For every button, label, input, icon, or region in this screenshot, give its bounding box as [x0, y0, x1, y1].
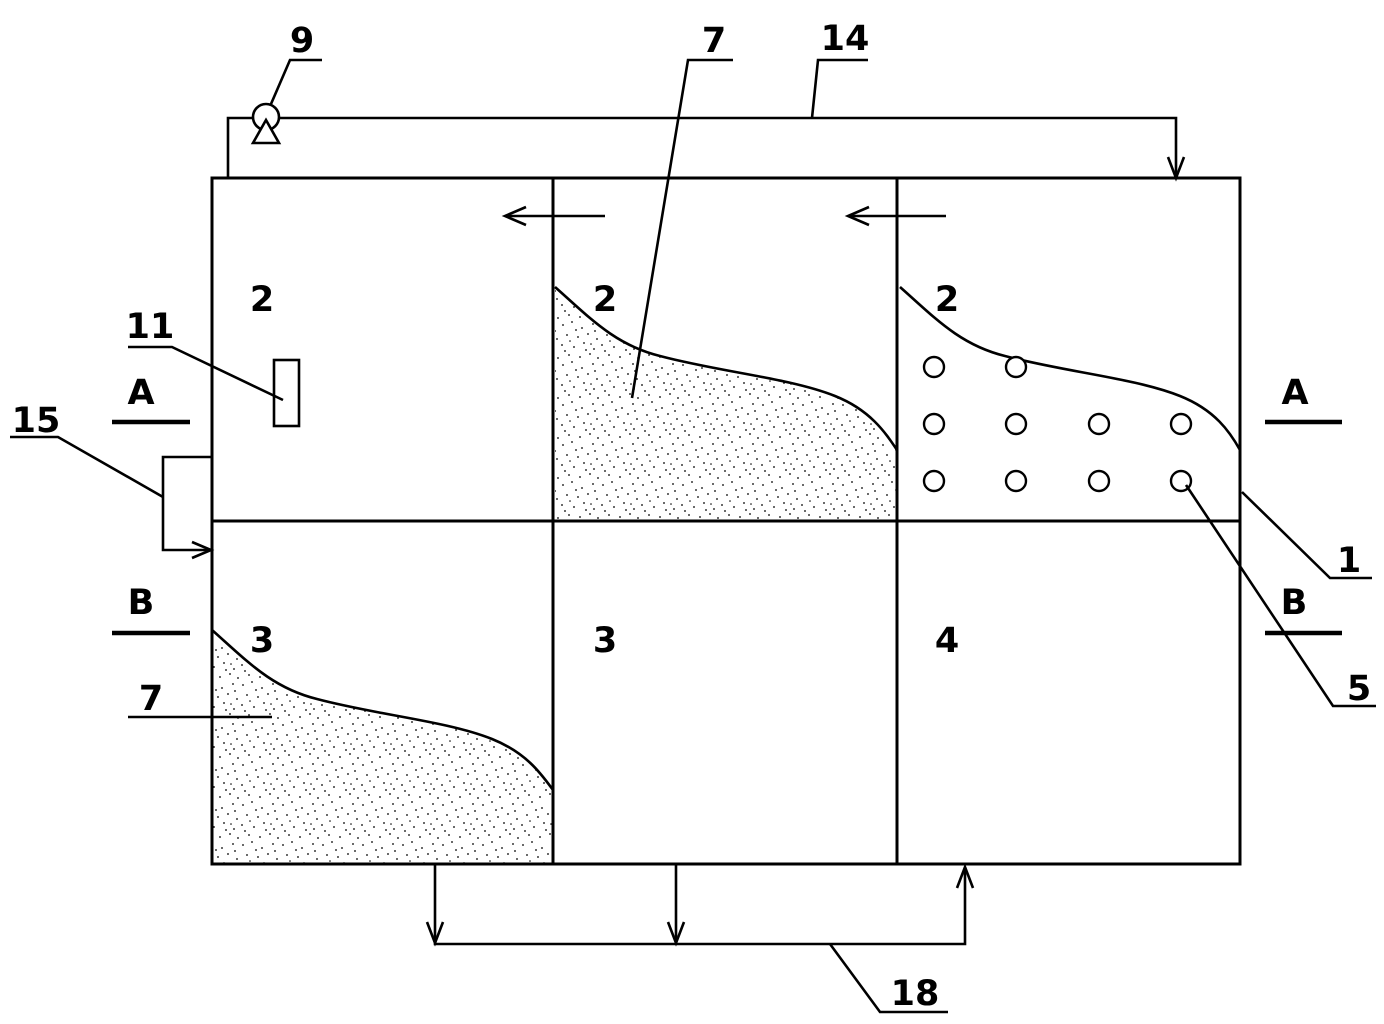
lower-left-chamber-number: 3: [250, 621, 274, 661]
bottom-fill-callout-label: 7: [139, 679, 163, 719]
bottom-pipe-line: [433, 864, 967, 946]
bottom-pipe-arrow-head-right: [955, 863, 975, 889]
side-box-callout-label: 15: [12, 401, 61, 441]
side-inlet-outline: [161, 455, 212, 552]
hole: [1169, 412, 1193, 436]
small-rectangle-device: [272, 358, 301, 428]
section-b-right-label: B: [1281, 583, 1308, 623]
hole-array: [922, 355, 1193, 493]
lower-middle-chamber-number: 3: [593, 621, 617, 661]
leader-top-fill: [630, 58, 733, 399]
upper-left-chamber-number: 2: [250, 280, 274, 320]
leader-bottom-pipe: [828, 943, 948, 1014]
holes-callout-label: 5: [1347, 669, 1371, 709]
lower-right-chamber-number: 4: [935, 621, 959, 661]
pump-callout-label: 9: [290, 21, 314, 61]
pump-base-triangle: [250, 117, 282, 145]
lower-left-stipple-fill: [212, 630, 553, 864]
pump-symbol: [250, 102, 282, 145]
section-b-left-label: B: [128, 583, 155, 623]
top-fill-callout-label: 7: [702, 21, 726, 61]
hole: [922, 412, 946, 436]
bottom-pipe: [425, 863, 975, 947]
leader-small-box: [128, 345, 284, 402]
side-inlet-box: [161, 455, 215, 560]
section-a-right-label: A: [1281, 373, 1308, 413]
upper-middle-curve: [554, 286, 899, 451]
outline-callout-label: 1: [1337, 541, 1361, 581]
top-pipe-line: [226, 116, 1178, 178]
section-a-left-label: A: [127, 373, 154, 413]
leader-pump: [269, 58, 322, 105]
upper-right-curve: [899, 286, 1242, 451]
upper-middle-stipple-fill: [555, 287, 897, 521]
hole: [1004, 355, 1028, 379]
upper-right-chamber-number: 2: [935, 280, 959, 320]
hole: [922, 355, 946, 379]
flow-arrow-head: [844, 205, 870, 227]
upper-middle-chamber-number: 2: [593, 280, 617, 320]
hole: [1087, 469, 1111, 493]
bottom-pipe-arrow-head-left: [425, 921, 445, 947]
leader-outline: [1241, 491, 1372, 580]
leader-top-pipe: [810, 58, 868, 119]
bottom-pipe-arrow-head-middle: [666, 921, 686, 947]
flow-arrow-upper-middle: [501, 205, 605, 227]
flow-arrow-upper-right: [844, 205, 946, 227]
lower-left-curve: [211, 629, 555, 791]
hole: [1004, 469, 1028, 493]
top-pipe: [226, 116, 1186, 182]
leader-side-box: [10, 435, 164, 499]
hole: [1004, 412, 1028, 436]
side-inlet-arrow-head: [191, 540, 215, 560]
hole: [922, 469, 946, 493]
leader-holes: [1184, 484, 1376, 708]
top-pipe-callout-label: 14: [821, 19, 870, 59]
hole: [1087, 412, 1111, 436]
top-pipe-arrow-head: [1166, 156, 1186, 182]
flow-arrow-head: [501, 205, 527, 227]
bottom-pipe-callout-label: 18: [891, 974, 940, 1014]
small-box-callout-label: 11: [126, 307, 175, 347]
